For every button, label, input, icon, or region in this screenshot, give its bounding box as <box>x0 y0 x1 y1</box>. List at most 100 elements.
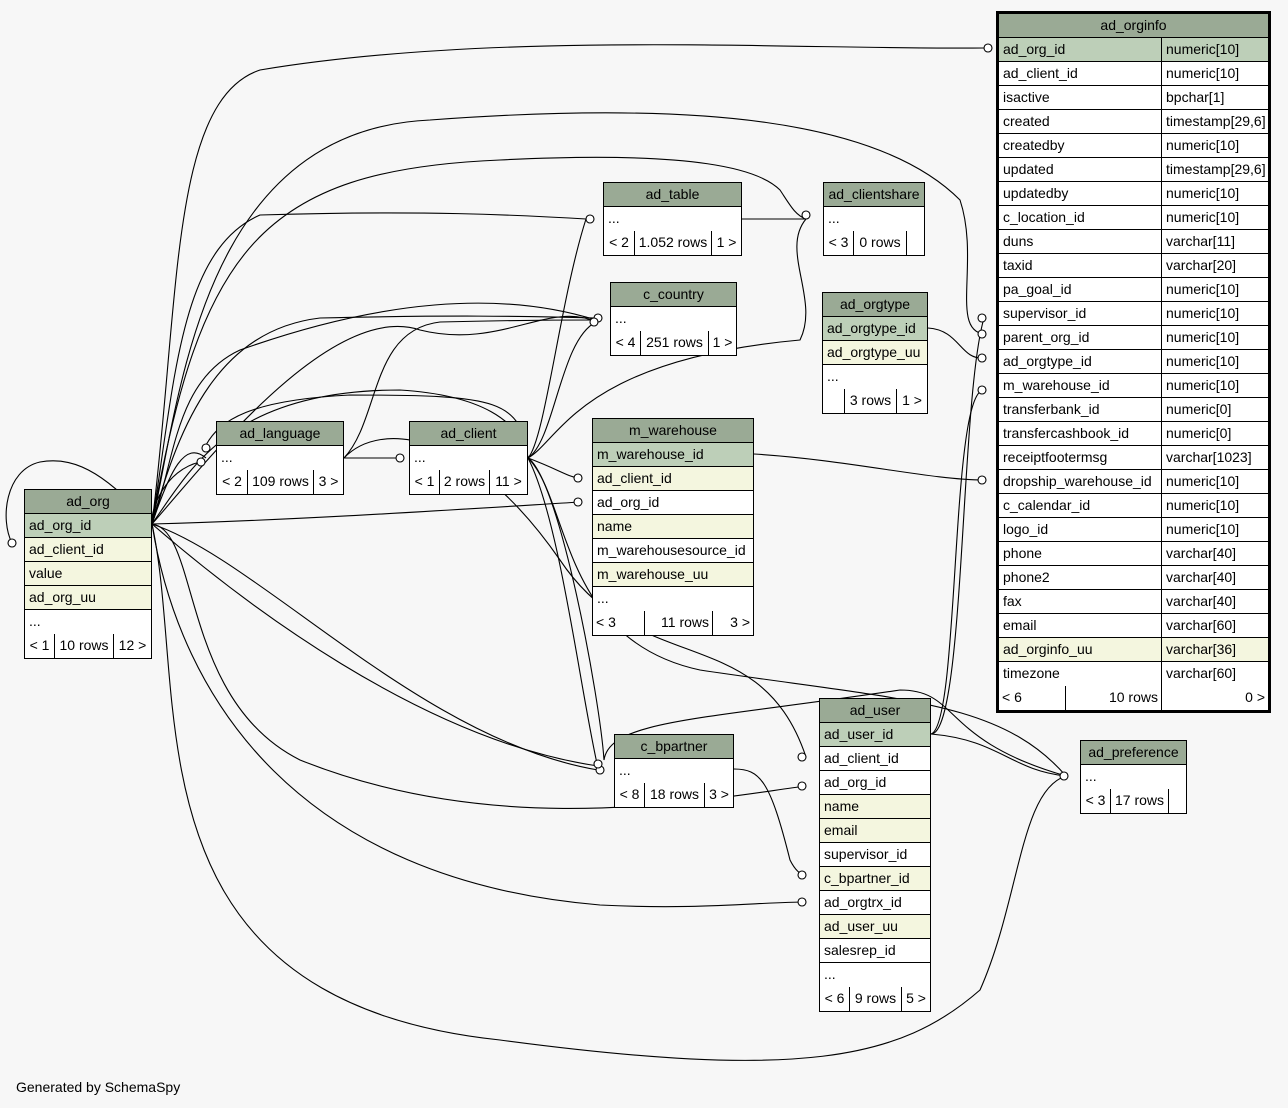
footer-parents[interactable]: < 1 <box>29 637 50 653</box>
column-row[interactable]: ad_client_id <box>820 747 930 771</box>
column-row[interactable]: m_warehouse_uu <box>593 563 753 587</box>
optional-end-marker <box>589 317 599 327</box>
footer-children[interactable]: 1 > <box>896 389 927 413</box>
column-row[interactable]: ... <box>1081 765 1186 789</box>
column-row[interactable]: m_warehouse_id <box>593 443 753 467</box>
column-row[interactable]: ... <box>615 759 733 783</box>
footer-rows: 109 rows <box>247 470 313 494</box>
column-row[interactable]: value <box>25 562 151 586</box>
column-row[interactable]: ... <box>820 963 930 987</box>
footer-parents[interactable]: < 4 <box>615 334 636 350</box>
footer-parents[interactable]: < 8 <box>619 786 640 802</box>
footer-children[interactable]: 5 > <box>901 987 930 1011</box>
footer-parents[interactable]: < 2 <box>222 473 242 489</box>
footer-children[interactable]: 1 > <box>711 231 741 255</box>
column-row[interactable]: ... <box>25 610 151 634</box>
column-row[interactable]: ad_user_id <box>820 723 930 747</box>
table-c-bpartner[interactable]: c_bpartner ... < 8 18 rows 3 > <box>614 734 734 808</box>
column-name: ... <box>29 613 41 629</box>
footer-children[interactable]: 3 > <box>313 470 343 494</box>
column-row[interactable]: ad_org_id <box>820 771 930 795</box>
column-row[interactable]: ad_org_id <box>593 491 753 515</box>
column-row[interactable]: ... <box>593 587 753 611</box>
column-row[interactable]: name <box>593 515 753 539</box>
column-row[interactable]: ad_org_uu <box>25 586 151 610</box>
footer-children[interactable] <box>1168 789 1186 813</box>
column-row[interactable]: ... <box>823 365 927 389</box>
column-row[interactable]: ad_client_id <box>25 538 151 562</box>
column-row[interactable]: ad_org_id <box>25 514 151 538</box>
column-row[interactable]: ... <box>410 446 527 470</box>
column-row[interactable]: ad_orgtype_id <box>823 317 927 341</box>
table-ad-client[interactable]: ad_client ... < 1 2 rows 11 > <box>409 421 528 495</box>
column-row[interactable]: name <box>820 795 930 819</box>
footer-parents[interactable]: < 6 <box>824 990 845 1006</box>
column-row[interactable]: ... <box>217 446 343 470</box>
footer-parents[interactable]: < 3 <box>828 234 849 250</box>
footer-children[interactable]: 1 > <box>708 331 736 355</box>
footer-parents[interactable] <box>823 389 844 413</box>
column-row[interactable]: ad_user_uu <box>820 915 930 939</box>
column-row[interactable]: salesrep_id <box>820 939 930 963</box>
column-row[interactable]: ... <box>824 207 924 231</box>
column-row[interactable]: ... <box>611 307 736 331</box>
column-row[interactable]: supervisor_id <box>820 843 930 867</box>
footer-parents[interactable]: < 2 <box>609 234 629 250</box>
column-row[interactable]: ad_client_id <box>593 467 753 491</box>
footer-parents[interactable]: < 3 <box>1085 792 1106 808</box>
table-ad-preference[interactable]: ad_preference ... < 3 17 rows <box>1080 740 1187 814</box>
footer-children[interactable]: 11 > <box>489 470 527 494</box>
footer-children[interactable]: 0 > <box>1161 686 1268 710</box>
table-ad-language[interactable]: ad_language ... < 2 109 rows 3 > <box>216 421 344 495</box>
footer-children[interactable]: 3 > <box>704 783 733 807</box>
column-row[interactable]: ... <box>604 207 741 231</box>
column-row[interactable]: email <box>820 819 930 843</box>
footer-parents[interactable]: < 1 <box>414 473 435 489</box>
footer-children[interactable] <box>906 231 924 255</box>
column-row[interactable]: c_bpartner_id <box>820 867 930 891</box>
column-list: ... <box>615 759 733 783</box>
footer-children[interactable]: 3 > <box>712 611 753 635</box>
table-c-country[interactable]: c_country ... < 4 251 rows 1 > <box>610 282 737 356</box>
column-row[interactable]: ad_orgtype_uu <box>823 341 927 365</box>
table-ad-table[interactable]: ad_table ... < 2 1.052 rows 1 > <box>603 182 742 256</box>
footer-children[interactable]: 12 > <box>113 634 151 658</box>
footer-parents[interactable]: < 3 <box>596 614 616 630</box>
column-row[interactable]: ad_orgtrx_id <box>820 891 930 915</box>
table-ad-clientshare[interactable]: ad_clientshare ... < 3 0 rows <box>823 182 925 256</box>
column-row[interactable]: m_warehousesource_id <box>593 539 753 563</box>
footer-parents[interactable]: < 6 <box>1002 689 1022 705</box>
